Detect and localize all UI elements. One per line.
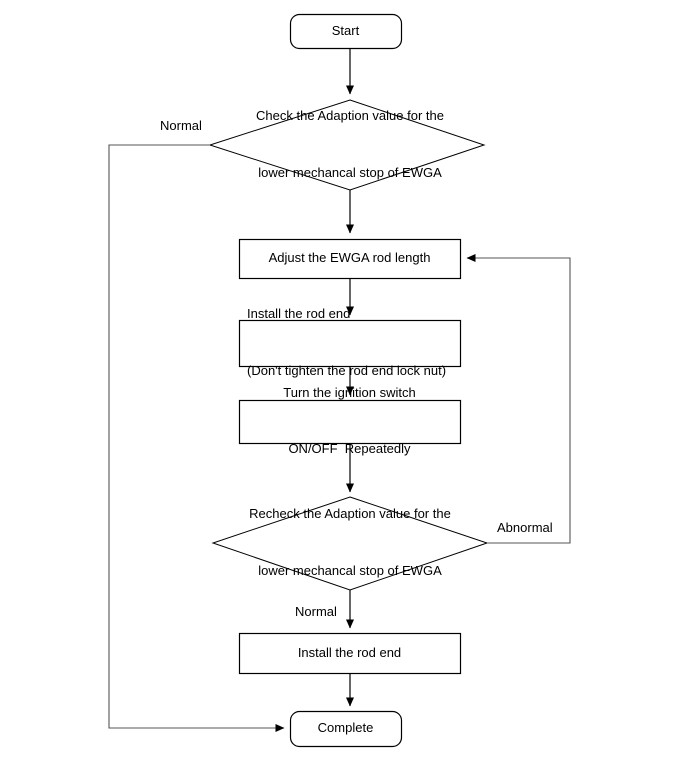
edge-label-check-normal: Normal [160,118,202,133]
edge-recheck-abnormal-to-adjust [466,254,571,544]
edge-label-recheck-normal: Normal [295,604,337,619]
check-decision-shape [208,99,486,191]
ignition-switch-shape [238,399,462,445]
complete-node-shape [289,710,403,748]
recheck-decision-shape [211,496,489,591]
install-rod-end-no-tighten-shape [238,319,462,368]
adjust-rod-shape [238,238,462,280]
start-node-shape [289,13,403,50]
edge-check-normal-to-complete [108,144,285,732]
edge-label-recheck-abnormal: Abnormal [497,520,553,535]
install-rod-end-shape [238,632,462,675]
